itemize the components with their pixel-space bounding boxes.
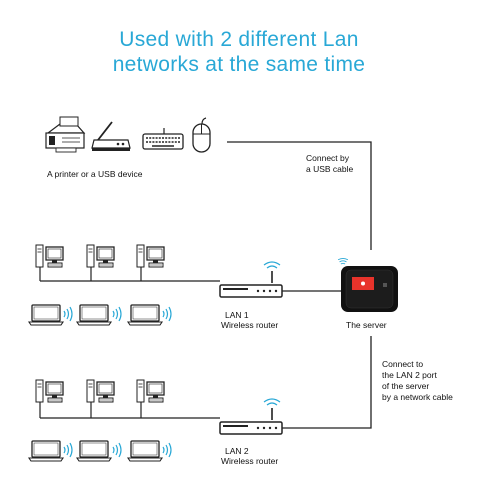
laptop-icon xyxy=(127,440,163,462)
wifi-signal-icon xyxy=(63,442,73,458)
laptop-icon xyxy=(76,440,112,462)
lan2-connect-label-line-2: the LAN 2 port xyxy=(382,370,437,380)
wifi-signal-icon xyxy=(162,442,172,458)
lan2-connect-label-line-1: Connect to xyxy=(382,359,424,369)
fax-printer-icon xyxy=(45,116,86,153)
laptop-icon xyxy=(76,304,112,326)
usb-connect-label-line-2: a USB cable xyxy=(306,164,354,174)
lan1-router-label: Wireless router xyxy=(221,320,279,330)
wifi-signal-icon xyxy=(162,306,172,322)
usb-connect-label-line-1: Connect by xyxy=(306,153,349,163)
desktop-computer-icon xyxy=(86,244,115,268)
lan1-cabling xyxy=(39,267,220,282)
lan2-laptop-group xyxy=(28,440,172,462)
laptop-icon xyxy=(28,304,64,326)
wireless-router-icon xyxy=(219,261,283,298)
wireless-router-icon xyxy=(219,398,283,435)
usb-device-label: A printer or a USB device xyxy=(47,169,143,179)
usb-cable-line xyxy=(227,141,372,250)
desktop-computer-icon xyxy=(136,244,165,268)
diagram-title-line-2: networks at the same time xyxy=(112,53,366,76)
lan1-name-label: LAN 1 xyxy=(225,310,249,320)
lan1-laptop-group xyxy=(28,304,172,326)
server-box-icon xyxy=(337,257,398,312)
lan2-connect-label-line-4: by a network cable xyxy=(382,392,453,402)
lan2-connect-label-line-3: of the server xyxy=(382,381,430,391)
lan1-computer-group xyxy=(35,244,165,268)
mouse-icon xyxy=(192,117,211,153)
wifi-signal-icon xyxy=(63,306,73,322)
desktop-computer-icon xyxy=(136,379,165,403)
wifi-signal-icon xyxy=(337,257,349,265)
scanner-icon xyxy=(91,121,131,151)
server-lan2-cable xyxy=(282,336,372,429)
wifi-signal-icon xyxy=(112,306,122,322)
lan2-router-label: Wireless router xyxy=(221,456,279,466)
desktop-computer-icon xyxy=(35,379,64,403)
wifi-signal-icon xyxy=(112,442,122,458)
laptop-icon xyxy=(28,440,64,462)
lan2-cabling xyxy=(39,402,220,419)
diagram-title-line-1: Used with 2 different Lan xyxy=(119,28,359,51)
laptop-icon xyxy=(127,304,163,326)
lan2-name-label: LAN 2 xyxy=(225,446,249,456)
desktop-computer-icon xyxy=(86,379,115,403)
lan2-computer-group xyxy=(35,379,165,403)
desktop-computer-icon xyxy=(35,244,64,268)
server-label: The server xyxy=(346,320,387,330)
keyboard-icon xyxy=(142,128,184,150)
